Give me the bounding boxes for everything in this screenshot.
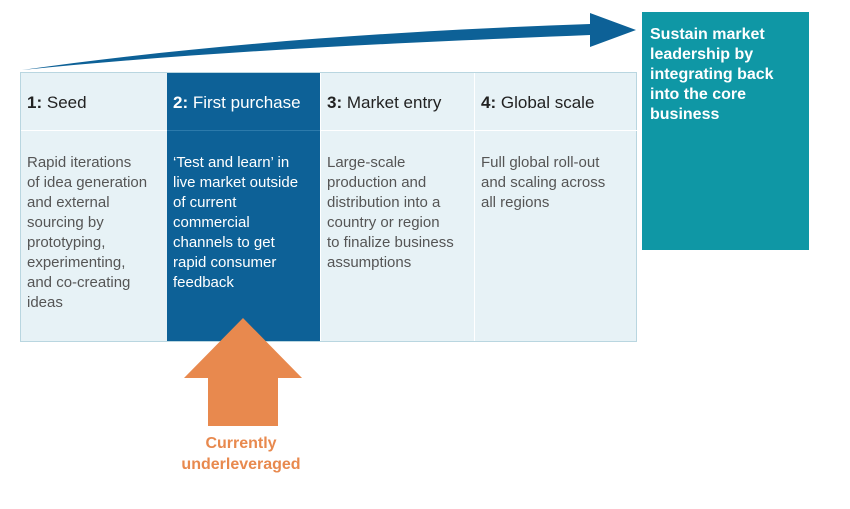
- goal-text: Sustain market leadership by integrating…: [650, 26, 774, 123]
- stage-title: Seed: [46, 93, 87, 112]
- stage-description: Full global roll-out and scaling across …: [481, 154, 606, 211]
- stage-table: 1: Seed Rapid iterations of idea generat…: [20, 72, 637, 342]
- stage-number: 4:: [481, 93, 497, 112]
- stage-market-entry: 3: Market entry Large-scale production a…: [320, 73, 474, 341]
- stage-header: 3: Market entry: [321, 73, 474, 131]
- progress-arrow-icon: [22, 13, 636, 70]
- stage-description: Rapid iterations of idea generation and …: [27, 154, 148, 311]
- stage-number: 3:: [327, 93, 343, 112]
- stage-description: ‘Test and learn’ in live market outside …: [173, 154, 299, 291]
- callout-line: Currently: [205, 435, 277, 452]
- stage-first-purchase: 2: First purchase ‘Test and learn’ in li…: [167, 73, 320, 341]
- stage-number: 1:: [27, 93, 43, 112]
- goal-box: Sustain market leadership by integrating…: [642, 12, 809, 250]
- stage-number: 2:: [173, 93, 189, 112]
- stage-header: 4: Global scale: [475, 73, 637, 131]
- stage-title: Market entry: [346, 93, 442, 112]
- stage-header: 2: First purchase: [167, 73, 320, 131]
- stage-seed: 1: Seed Rapid iterations of idea generat…: [21, 73, 167, 341]
- stage-title: First purchase: [192, 93, 301, 112]
- callout-up-arrow-icon: [184, 318, 302, 426]
- stage-description: Large-scale production and distribution …: [327, 154, 454, 271]
- stage-global-scale: 4: Global scale Full global roll-out and…: [474, 73, 637, 341]
- callout-label: Currently underleveraged: [160, 433, 322, 475]
- stage-title: Global scale: [500, 93, 595, 112]
- callout-line: underleveraged: [181, 456, 301, 473]
- stage-header: 1: Seed: [21, 73, 167, 131]
